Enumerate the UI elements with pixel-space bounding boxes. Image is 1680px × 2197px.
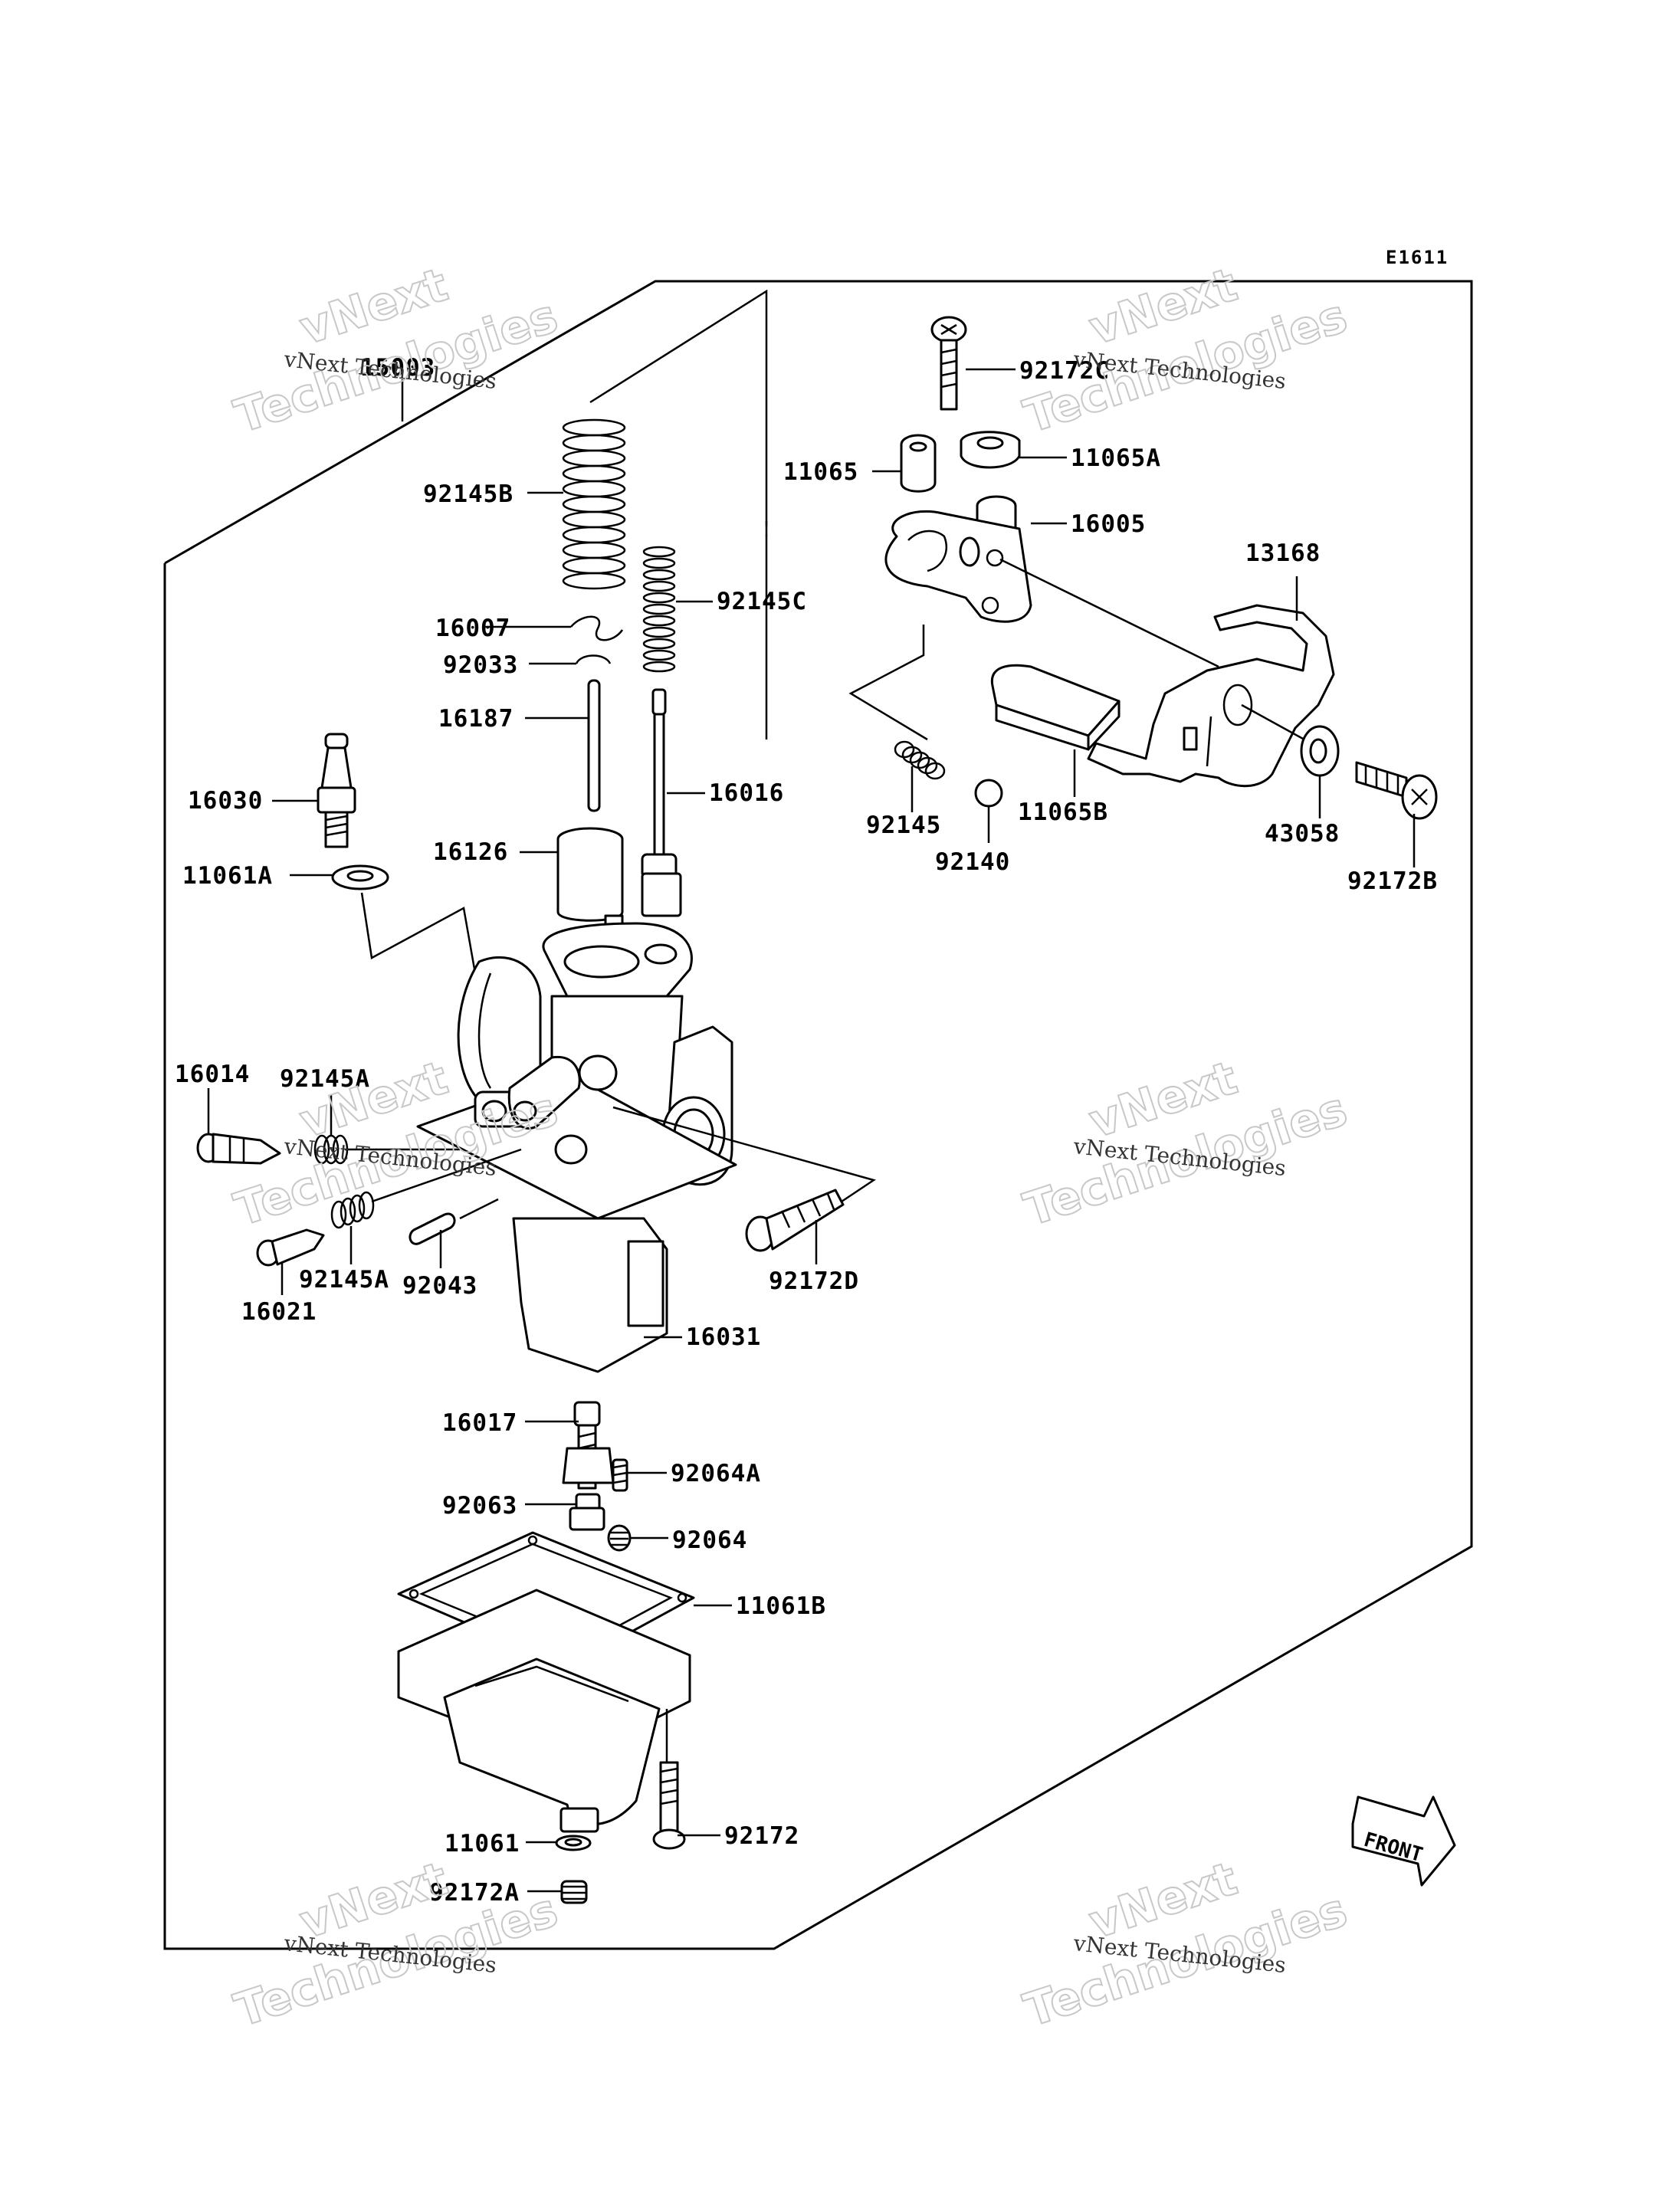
nipple-16030	[317, 733, 356, 848]
label-11061B: 11061B	[736, 1592, 826, 1620]
label-16005: 16005	[1071, 510, 1146, 538]
watermark-middle-right: vNext Technologies vNext Technologies	[1017, 1051, 1354, 1238]
washer-11061	[555, 1835, 592, 1851]
label-16030: 16030	[188, 787, 263, 815]
holder-92063	[569, 1493, 605, 1531]
guide-housing-lever	[999, 558, 1219, 668]
label-43058: 43058	[1265, 820, 1340, 848]
label-92064: 92064	[672, 1526, 747, 1554]
label-11065B: 11065B	[1018, 798, 1108, 826]
plug-92172A	[560, 1880, 588, 1904]
label-92043: 92043	[402, 1272, 477, 1300]
label-92172C: 92172C	[1019, 357, 1110, 385]
eclip-92033	[575, 654, 612, 664]
watermark-bottom-right: vNext Technologies vNext Technologies	[1017, 1851, 1354, 2039]
guide-housing-spring	[848, 625, 928, 741]
label-13168: 13168	[1245, 539, 1321, 567]
label-11065A: 11065A	[1071, 444, 1161, 472]
label-92145B: 92145B	[423, 480, 514, 508]
holder-16126	[556, 827, 624, 929]
pin-92043	[409, 1212, 456, 1245]
guide-92145A	[371, 1148, 522, 1203]
spring-92145	[894, 740, 946, 780]
label-92172B: 92172B	[1347, 867, 1438, 895]
bolt-92172	[652, 1761, 686, 1850]
label-16126: 16126	[433, 838, 508, 866]
screw-16021	[256, 1228, 325, 1267]
front-direction-marker: FRONT	[1351, 1795, 1456, 1887]
jet-92064	[607, 1524, 632, 1552]
ball-92140	[974, 779, 1003, 808]
cap-11065A	[960, 431, 1021, 469]
label-15003: 15003	[360, 354, 435, 382]
label-16016: 16016	[709, 779, 784, 807]
label-16014: 16014	[175, 1061, 250, 1088]
label-16017: 16017	[442, 1409, 517, 1437]
washer-43058	[1300, 725, 1340, 777]
plate-11065B	[990, 664, 1121, 751]
watermark-top-right: vNext Technologies vNext Technologies	[1017, 257, 1354, 445]
carburetor-body-16031	[416, 922, 737, 1373]
label-16007: 16007	[435, 615, 510, 642]
float-bowl	[397, 1589, 691, 1833]
plunger-16016	[641, 688, 682, 917]
lever-13168	[1087, 604, 1335, 788]
needle-16187	[587, 679, 601, 812]
label-16187: 16187	[438, 705, 514, 733]
label-11061: 11061	[445, 1830, 520, 1858]
diagram-code: E1611	[1386, 247, 1449, 268]
label-16021: 16021	[241, 1298, 317, 1326]
label-92145A-bottom: 92145A	[299, 1266, 389, 1294]
label-11061A: 11061A	[182, 862, 273, 890]
label-11065: 11065	[783, 458, 858, 486]
spring-92145C	[642, 546, 676, 673]
label-92064A: 92064A	[671, 1460, 761, 1487]
label-92033: 92033	[443, 651, 518, 679]
spring-92145B	[562, 418, 626, 590]
bolt-92172B	[1355, 761, 1438, 820]
screw-92172C	[930, 316, 967, 411]
label-92172A: 92172A	[429, 1879, 520, 1907]
clip-16007	[570, 615, 624, 641]
label-92145C: 92145C	[717, 588, 807, 615]
jet-92064A	[612, 1458, 628, 1492]
assembly-frame	[163, 280, 1473, 1950]
housing-16005	[884, 495, 1032, 623]
label-92172: 92172	[724, 1822, 799, 1850]
spring-92145A-bottom	[330, 1191, 375, 1229]
label-92145A-top: 92145A	[280, 1065, 370, 1093]
jet-holder-16017	[562, 1401, 615, 1490]
assembly-guide-top	[589, 289, 768, 739]
label-92063: 92063	[442, 1492, 517, 1520]
guide-92043	[459, 1198, 499, 1220]
screw-16014	[196, 1133, 281, 1165]
cap-11065	[900, 434, 937, 493]
label-92145: 92145	[866, 812, 941, 839]
watermark-top-left: vNext Technologies vNext Technologies	[228, 257, 565, 445]
label-92140: 92140	[935, 848, 1010, 876]
screw-92172D	[745, 1189, 845, 1252]
washer-11061A	[331, 864, 389, 890]
label-92172D: 92172D	[769, 1267, 859, 1295]
label-16031: 16031	[686, 1323, 761, 1351]
